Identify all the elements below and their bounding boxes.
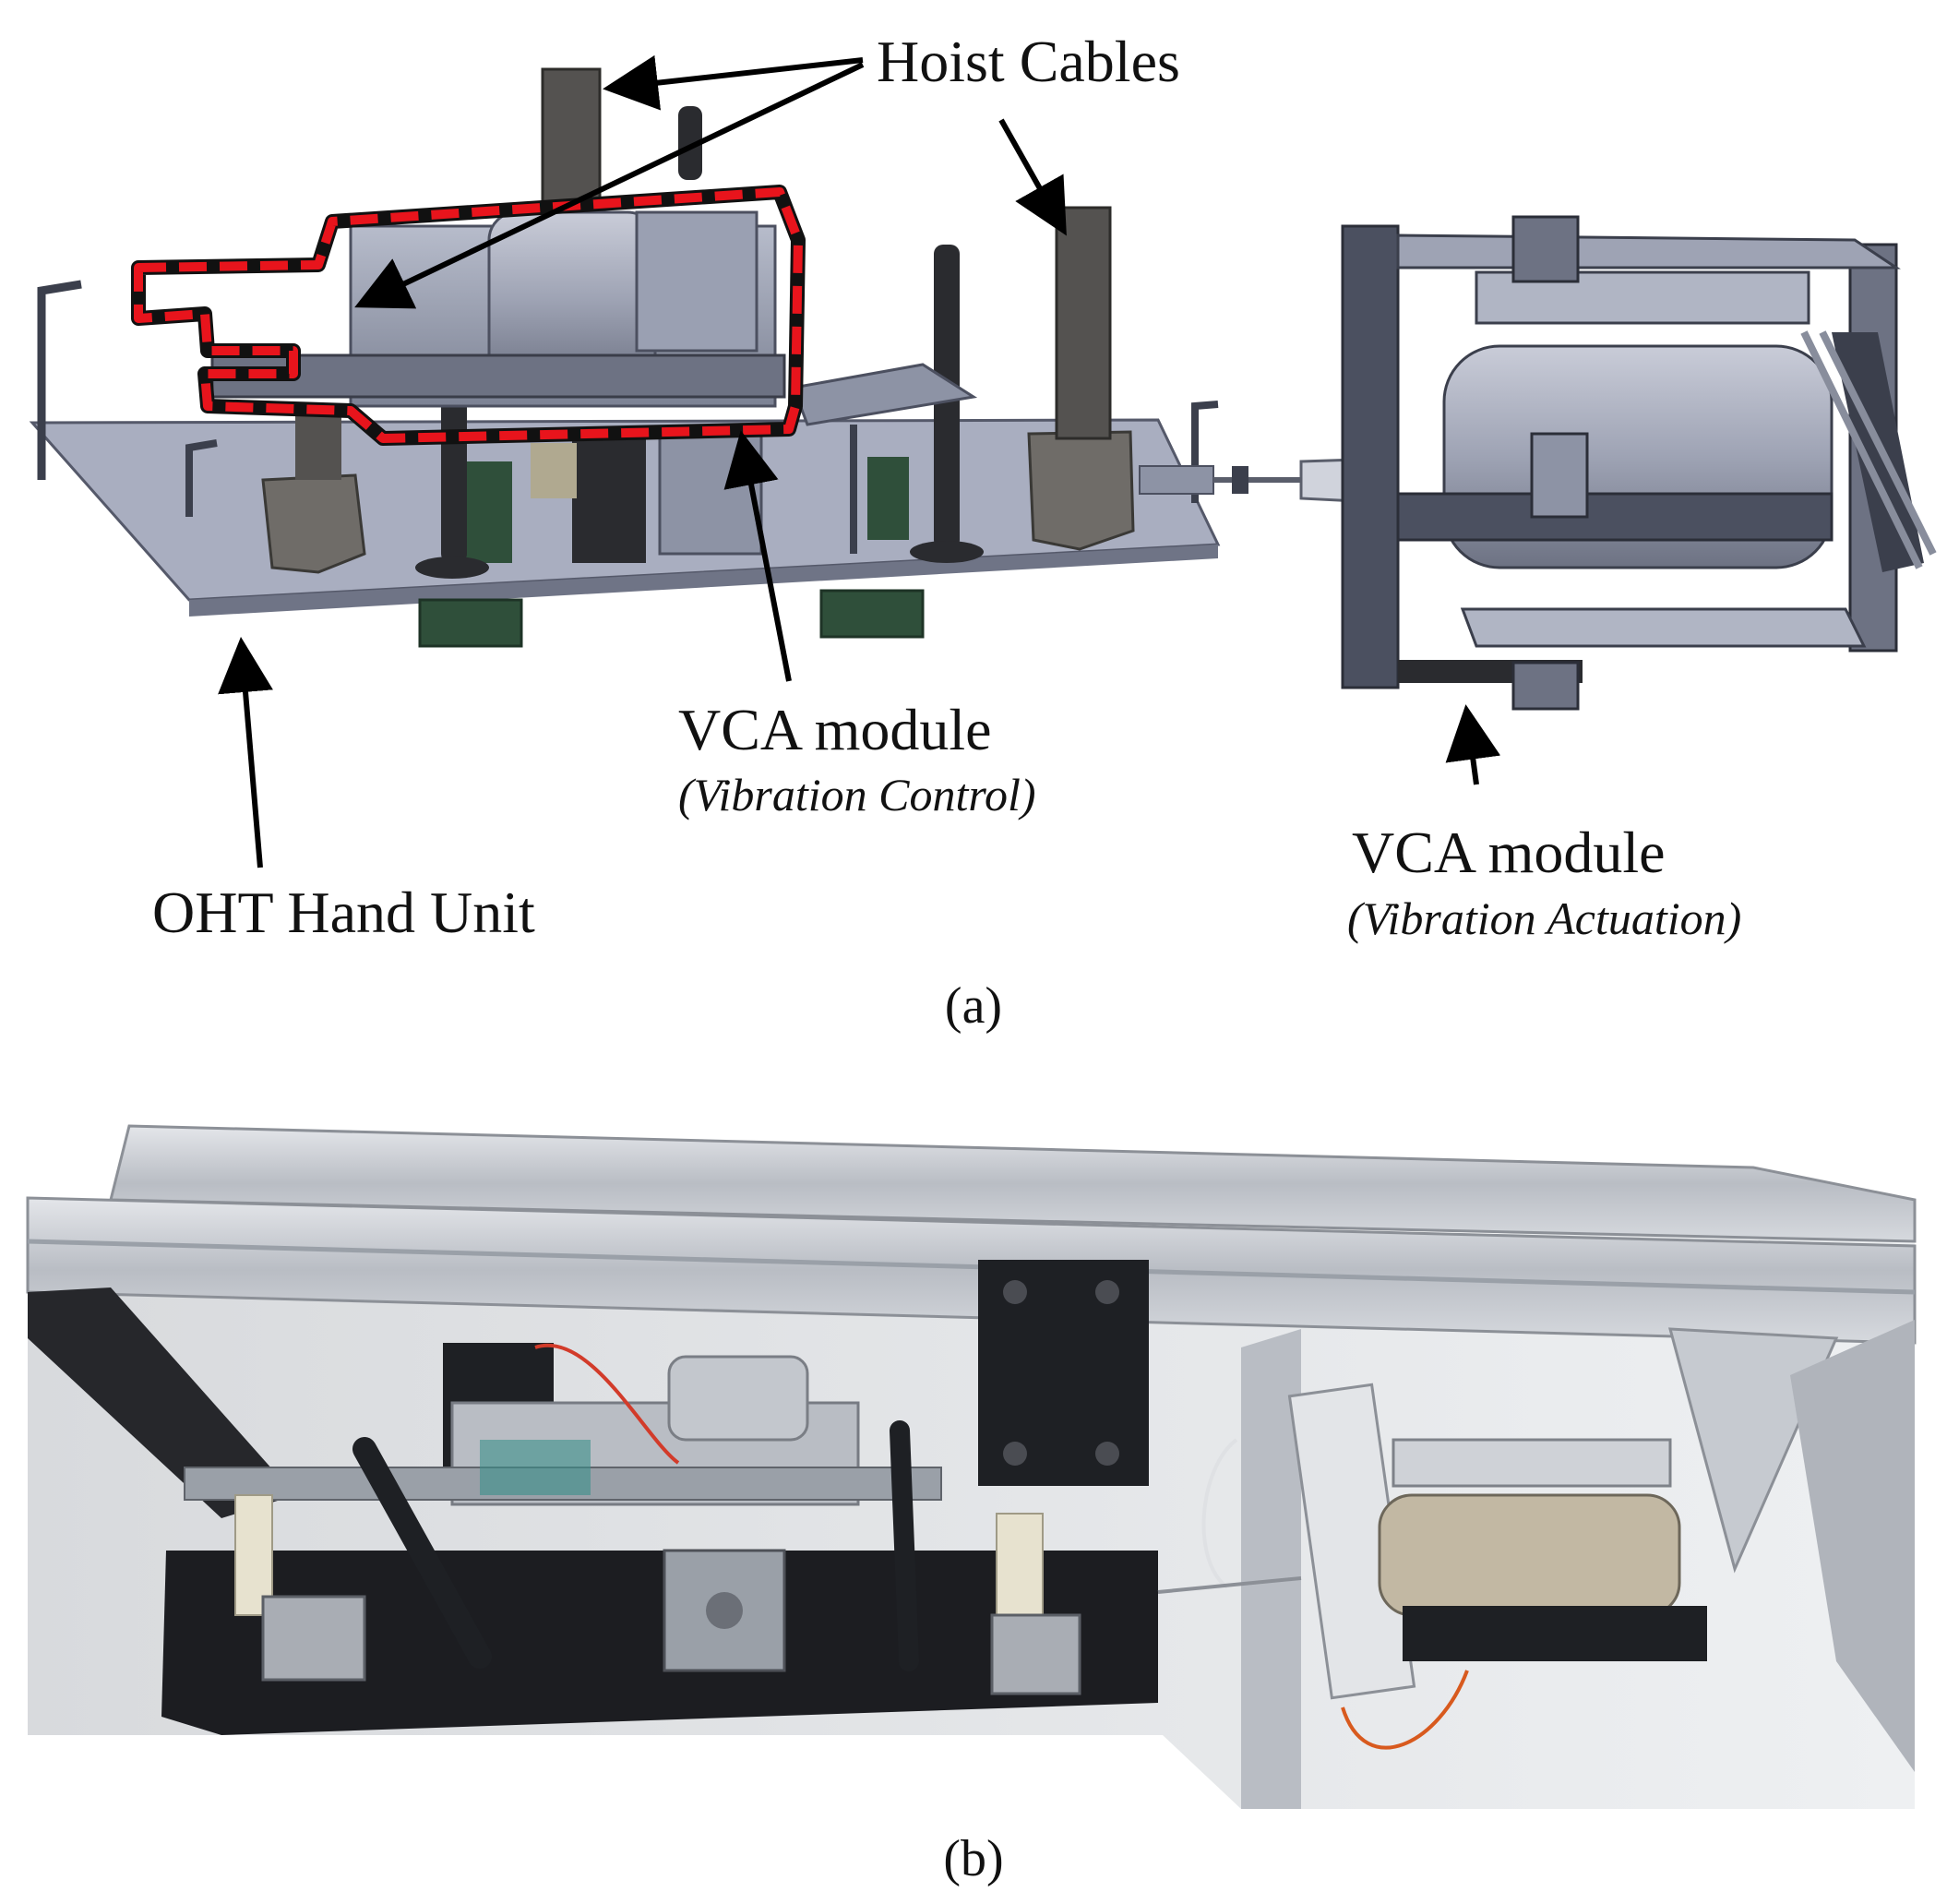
label-vca-control-title: VCA module	[678, 697, 992, 762]
cable-clamp	[1027, 430, 1135, 551]
label-vca-actuation-title: VCA module	[1352, 820, 1666, 885]
label-vca-control-subtitle: (Vibration Control)	[678, 769, 1036, 820]
caption-panel-a: (a)	[945, 977, 1002, 1035]
caption-panel-b: (b)	[943, 1830, 1003, 1887]
label-hoist-cables: Hoist Cables	[877, 29, 1180, 94]
sensor-block	[418, 598, 523, 648]
cable-clamp	[261, 473, 366, 574]
vca-actuation-assembly	[1341, 215, 1937, 711]
testbed-photo	[26, 1124, 1917, 1809]
annotation-arrows	[218, 54, 1501, 868]
sensor-block	[819, 589, 925, 639]
label-vca-actuation-subtitle: (Vibration Actuation)	[1347, 892, 1741, 944]
top-rail	[109, 1124, 1917, 1243]
label-oht-hand-unit: OHT Hand Unit	[152, 880, 535, 945]
hoist-cable	[1055, 206, 1112, 440]
cad-rendering	[29, 54, 1937, 868]
